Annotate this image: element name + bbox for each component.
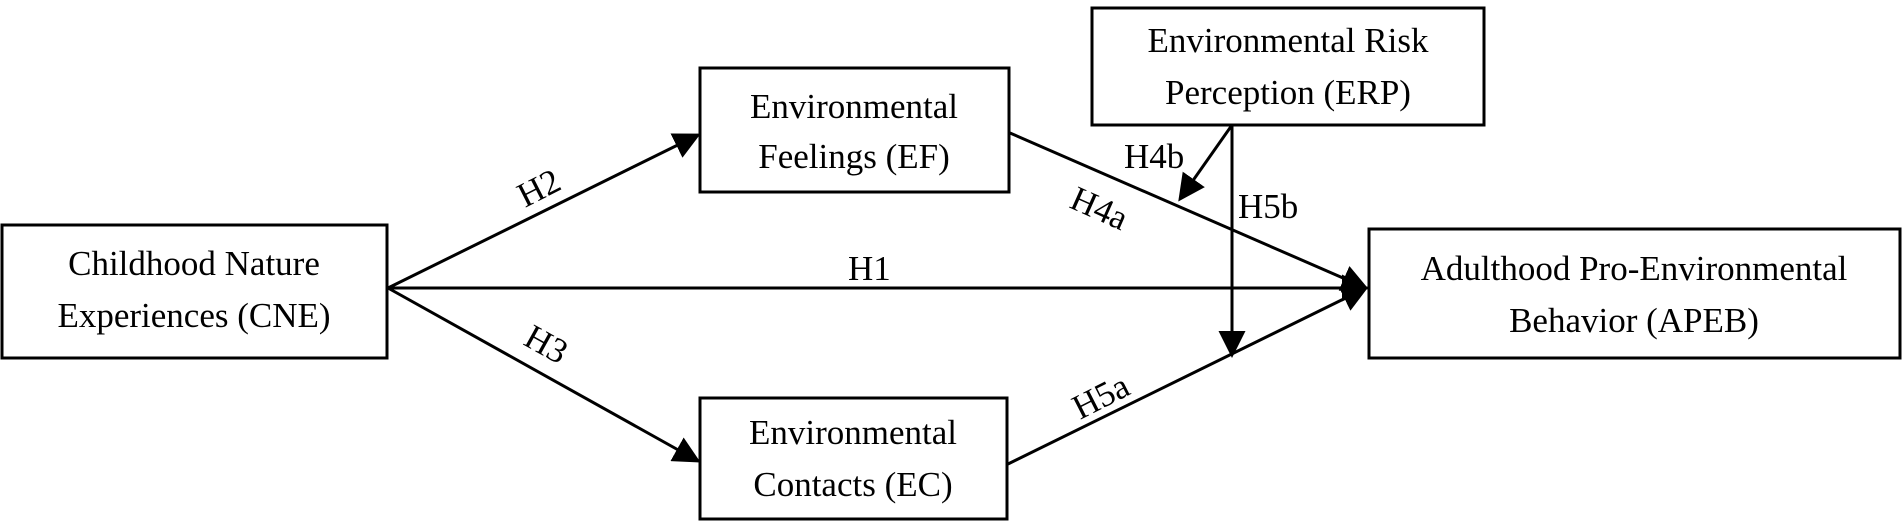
label-h4b: H4b (1124, 137, 1184, 176)
node-ef-line1: Environmental (750, 87, 958, 126)
node-apeb-line2: Behavior (APEB) (1509, 301, 1759, 340)
label-h2: H2 (511, 161, 567, 215)
node-erp: Environmental Risk Perception (ERP) (1090, 6, 1486, 127)
node-ef-line2: Feelings (EF) (758, 137, 950, 176)
label-h5b: H5b (1238, 187, 1298, 226)
node-cne-line1: Childhood Nature (68, 244, 320, 283)
node-ec: Environmental Contacts (EC) (698, 396, 1009, 521)
label-h1: H1 (848, 249, 891, 288)
path-h4b (1178, 124, 1234, 202)
path-h4a (1009, 131, 1369, 291)
label-h3: H3 (518, 317, 574, 372)
node-apeb-line1: Adulthood Pro-Environmental (1421, 249, 1848, 288)
node-ec-line1: Environmental (749, 413, 957, 452)
label-h5a: H5a (1066, 366, 1136, 427)
path-h2 (387, 133, 701, 290)
node-erp-line1: Environmental Risk (1148, 21, 1429, 60)
node-cne-line2: Experiences (CNE) (57, 296, 330, 335)
node-cne: Childhood Nature Experiences (CNE) (0, 223, 389, 360)
label-h4a: H4a (1065, 179, 1135, 239)
node-erp-line2: Perception (ERP) (1165, 73, 1411, 112)
node-ef: Environmental Feelings (EF) (698, 66, 1011, 194)
node-ec-line2: Contacts (EC) (753, 465, 952, 504)
path-h5a (1007, 286, 1369, 466)
path-h3 (387, 286, 701, 463)
node-apeb: Adulthood Pro-Environmental Behavior (AP… (1367, 227, 1902, 360)
